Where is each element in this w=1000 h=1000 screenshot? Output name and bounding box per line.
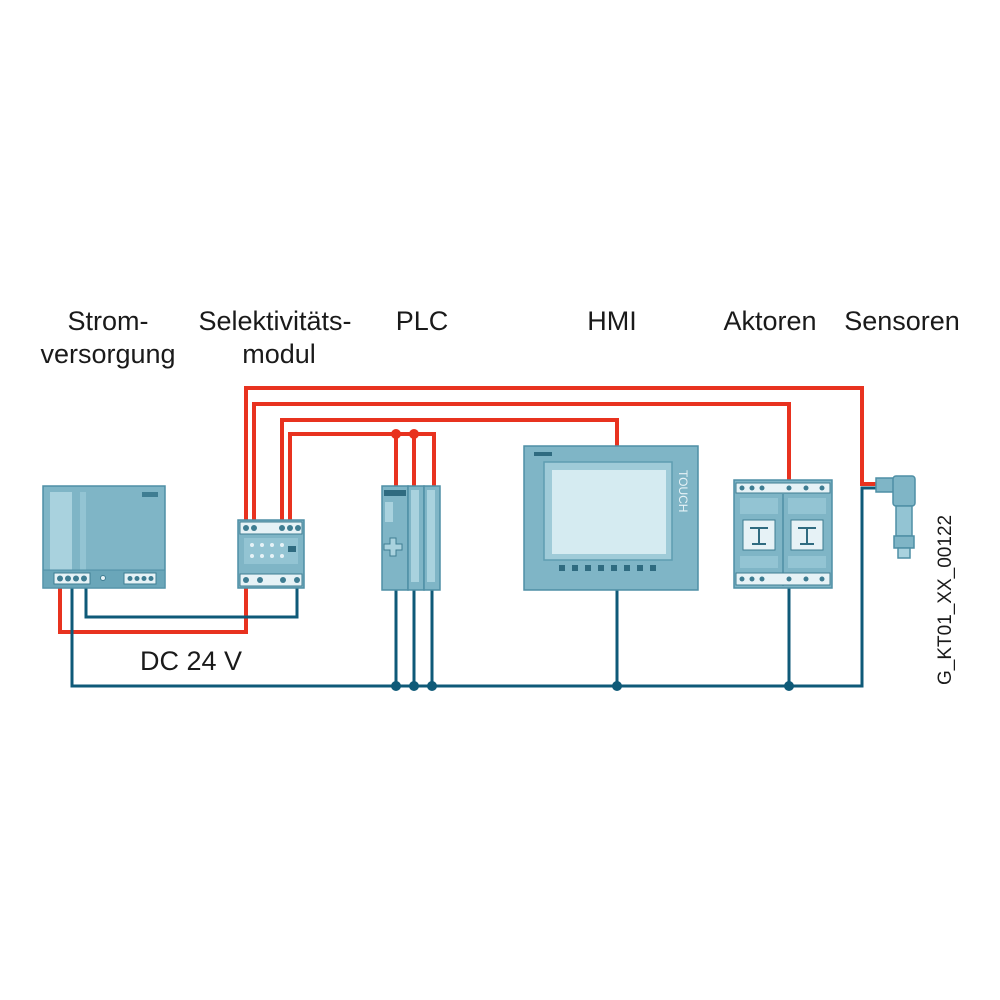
touch-brand-text: TOUCH <box>676 470 690 512</box>
power-supply-device <box>42 485 166 589</box>
wire-selectivity-to-hmi <box>280 418 619 522</box>
wire-selectivity-to-sensors <box>244 386 876 522</box>
power-supply-label-line1: Strom- <box>68 306 149 336</box>
wire-power-to-selectivity <box>58 588 248 634</box>
junction-dot <box>784 681 794 691</box>
junction-dot <box>427 681 437 691</box>
hmi-device: TOUCH <box>523 445 699 591</box>
drawing-code: G_KT01_XX_00122 <box>935 515 956 685</box>
junction-dot <box>409 429 419 439</box>
negative-wiring <box>70 486 876 691</box>
selectivity-module-device <box>237 519 305 589</box>
power-supply-label-line2: versorgung <box>40 339 175 369</box>
sensor-device <box>875 475 916 559</box>
actuators-label: Aktoren <box>723 306 816 336</box>
junction-dot <box>391 429 401 439</box>
junction-dot <box>409 681 419 691</box>
actuators-device <box>733 479 833 589</box>
sensors-label: Sensoren <box>844 306 960 336</box>
wire-power-negative-to-selectivity <box>84 588 299 619</box>
wire-selectivity-to-actuators <box>252 402 791 522</box>
voltage-label: DC 24 V <box>140 646 242 676</box>
junction-dot <box>612 681 622 691</box>
positive-wiring <box>58 386 876 634</box>
wire-negative-bus <box>70 486 876 688</box>
plc-label: PLC <box>396 306 449 336</box>
junction-dot <box>391 681 401 691</box>
selectivity-module-label-line1: Selektivitäts- <box>198 306 351 336</box>
plc-device <box>381 485 441 591</box>
wire-selectivity-to-plc <box>288 432 436 522</box>
selectivity-module-label-line2: modul <box>242 339 316 369</box>
hmi-label: HMI <box>587 306 637 336</box>
